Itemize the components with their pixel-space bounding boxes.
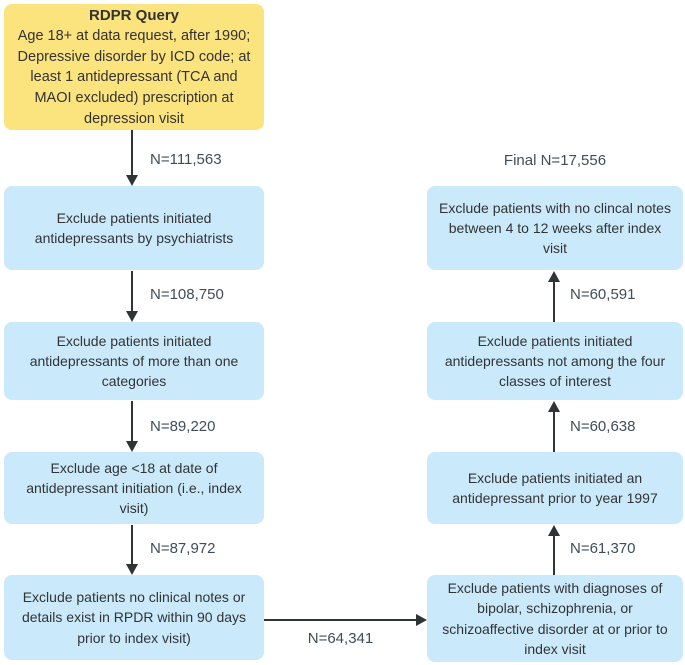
arrow-shaft — [264, 619, 417, 621]
arrow-head-down-icon — [126, 311, 138, 322]
flow-box-exclude-multiple-categories: Exclude patients initiated antidepressan… — [4, 322, 264, 400]
flow-box-text: Exclude patients no clinical notes or de… — [21, 589, 247, 646]
flow-box-text: Exclude patients initiated antidepressan… — [444, 332, 666, 390]
flow-box-text: Exclude patients initiated an antidepres… — [452, 469, 658, 506]
flow-box-exclude-no-notes-prior: Exclude patients no clinical notes or de… — [4, 575, 264, 660]
arrow-shaft — [131, 130, 133, 176]
query-box-body: Age 18+ at data request, after 1990; Dep… — [17, 28, 251, 127]
count-label-108750: N=108,750 — [150, 286, 224, 303]
count-label-87972: N=87,972 — [150, 540, 216, 557]
flow-box-text: Exclude patients initiated antidepressan… — [29, 332, 239, 390]
flow-box-exclude-age-under-18: Exclude age <18 at date of antidepressan… — [4, 452, 264, 524]
flow-box-exclude-bipolar-schizophrenia: Exclude patients with diagnoses of bipol… — [427, 575, 683, 662]
arrow-head-up-icon — [548, 401, 560, 412]
flow-box-text: Exclude patients with no clincal notes b… — [439, 199, 671, 257]
query-box: RDPR Query Age 18+ at data request, afte… — [4, 4, 264, 130]
query-box-title: RDPR Query — [88, 6, 180, 24]
count-label-89220: N=89,220 — [150, 418, 216, 435]
count-label-64341: N=64,341 — [307, 630, 374, 647]
flow-box-text: Exclude age <18 at date of antidepressan… — [26, 459, 242, 517]
arrow-head-right-icon — [416, 614, 427, 626]
arrow-head-down-icon — [126, 564, 138, 575]
arrow-head-down-icon — [126, 175, 138, 186]
arrow-shaft — [553, 535, 555, 575]
flow-box-exclude-prior-1997: Exclude patients initiated an antidepres… — [427, 452, 683, 524]
flow-box-exclude-psychiatrists: Exclude patients initiated antidepressan… — [4, 186, 264, 270]
arrow-head-up-icon — [548, 525, 560, 536]
arrow-head-up-icon — [548, 271, 560, 282]
count-label-111563: N=111,563 — [150, 151, 222, 168]
count-label-61370: N=61,370 — [570, 540, 636, 557]
flow-box-exclude-not-four-classes: Exclude patients initiated antidepressan… — [427, 322, 683, 400]
flow-box-text: Exclude patients with diagnoses of bipol… — [442, 579, 668, 657]
flow-box-exclude-no-notes-after: Exclude patients with no clincal notes b… — [427, 186, 683, 270]
arrow-shaft — [553, 281, 555, 322]
arrow-head-down-icon — [126, 441, 138, 452]
arrow-shaft — [553, 411, 555, 452]
arrow-shaft — [131, 271, 133, 312]
flow-box-text: Exclude patients initiated antidepressan… — [34, 209, 234, 246]
count-label-60591: N=60,591 — [570, 286, 636, 303]
final-count-label: Final N=17,556 — [503, 152, 607, 169]
arrow-shaft — [131, 401, 133, 442]
arrow-shaft — [131, 525, 133, 565]
count-label-60638: N=60,638 — [570, 418, 636, 435]
